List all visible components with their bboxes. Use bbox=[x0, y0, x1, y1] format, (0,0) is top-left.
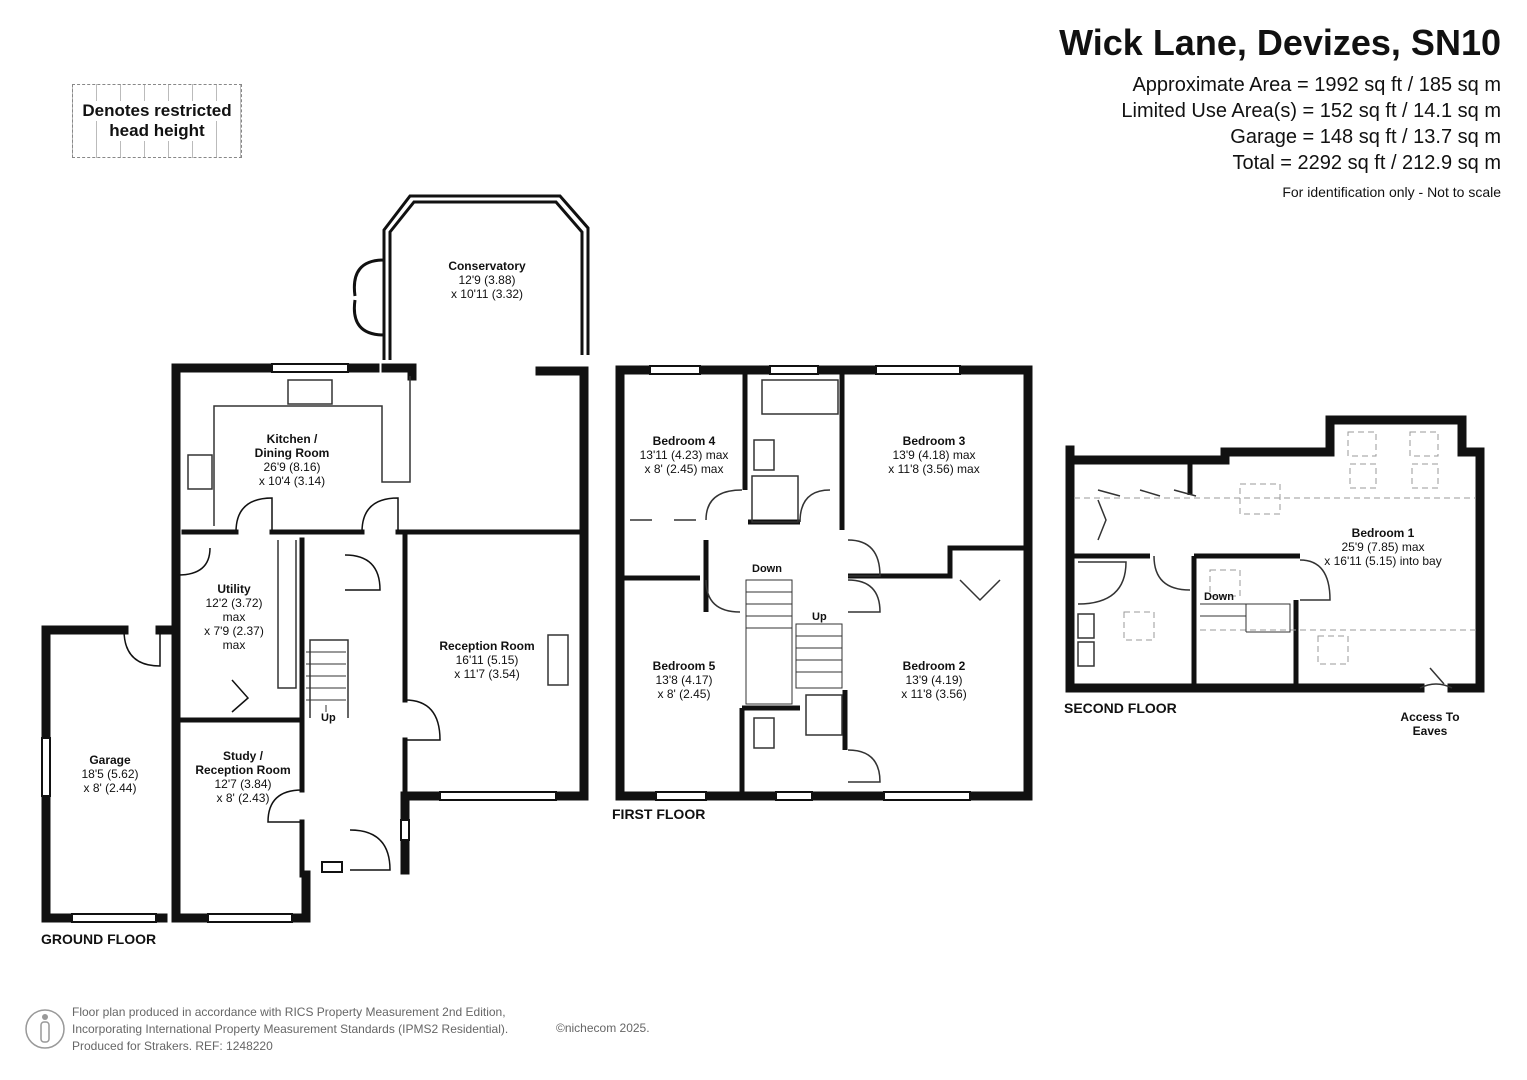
room-study: Study / Reception Room 12'7 (3.84) x 8' … bbox=[195, 749, 290, 805]
room-dimension: x 8' (2.45) bbox=[657, 687, 711, 701]
room-dimension: 26'9 (8.16) bbox=[263, 460, 321, 474]
stairs-down-second: Down bbox=[1204, 591, 1234, 603]
windows bbox=[41, 363, 557, 923]
footer-line-2: Incorporating International Property Mea… bbox=[72, 1022, 509, 1036]
room-name: Bedroom 5 bbox=[652, 659, 716, 673]
first-floor-windows bbox=[649, 365, 971, 801]
room-bedroom-3: Bedroom 3 13'9 (4.18) max x 11'8 (3.56) … bbox=[888, 434, 979, 476]
room-bedroom-5: Bedroom 5 13'8 (4.17) x 8' (2.45) bbox=[653, 659, 716, 701]
room-garage: Garage 18'5 (5.62) x 8' (2.44) bbox=[82, 753, 139, 795]
total-area: Total = 2292 sq ft / 212.9 sq m bbox=[1232, 152, 1502, 174]
room-kitchen-dining: Kitchen / Dining Room 26'9 (8.16) x 10'4… bbox=[255, 432, 330, 488]
second-floor-label: SECOND FLOOR bbox=[1064, 700, 1177, 716]
eaves-line-1: Access To bbox=[1400, 710, 1460, 724]
room-bedroom-1: Bedroom 1 25'9 (7.85) max x 16'11 (5.15)… bbox=[1324, 526, 1441, 568]
limited-use-area: Limited Use Area(s) = 152 sq ft / 14.1 s… bbox=[1121, 100, 1501, 122]
footer-disclaimer: Floor plan produced in accordance with R… bbox=[72, 1004, 508, 1055]
room-name: Reception Room bbox=[439, 639, 535, 653]
second-floor-fixtures bbox=[1077, 489, 1453, 689]
room-dimension: x 8' (2.43) bbox=[216, 791, 270, 805]
room-dimension: x 8' (2.45) max bbox=[644, 462, 724, 476]
room-dimension: 12'2 (3.72) bbox=[205, 596, 263, 610]
room-dimension: 16'11 (5.15) bbox=[455, 653, 519, 667]
room-utility: Utility 12'2 (3.72) max x 7'9 (2.37) max bbox=[204, 582, 264, 652]
garage-area: Garage = 148 sq ft / 13.7 sq m bbox=[1230, 126, 1501, 148]
ground-stairs bbox=[306, 651, 346, 712]
legend-line-2: head height bbox=[107, 121, 207, 141]
room-dimension: 13'8 (4.17) bbox=[655, 673, 713, 687]
room-name: Reception Room bbox=[195, 763, 291, 777]
first-floor-label: FIRST FLOOR bbox=[612, 806, 706, 822]
room-dimension: 13'9 (4.19) bbox=[905, 673, 963, 687]
room-name: Utility bbox=[217, 582, 251, 596]
stairs-up-ground: Up bbox=[321, 712, 336, 724]
room-reception: Reception Room 16'11 (5.15) x 11'7 (3.54… bbox=[439, 639, 534, 681]
room-dimension: 12'7 (3.84) bbox=[214, 777, 272, 791]
room-dimension: x 16'11 (5.15) into bay bbox=[1324, 554, 1442, 568]
second-floor-walls bbox=[1065, 415, 1485, 693]
room-dimension: x 10'4 (3.14) bbox=[258, 474, 326, 488]
second-floor-internal bbox=[1074, 460, 1300, 684]
second-floor-stairs bbox=[1200, 603, 1291, 633]
room-conservatory: Conservatory 12'9 (3.88) x 10'11 (3.32) bbox=[448, 259, 525, 301]
room-dimension: x 11'8 (3.56) max bbox=[888, 462, 980, 476]
room-dimension: x 10'11 (3.32) bbox=[450, 287, 524, 301]
legend-line-1: Denotes restricted bbox=[80, 101, 234, 121]
stairs-down-first: Down bbox=[752, 563, 782, 575]
footer-line-3: Produced for Strakers. REF: 1248220 bbox=[72, 1039, 273, 1053]
room-name: Bedroom 4 bbox=[652, 434, 716, 448]
doors bbox=[123, 497, 441, 871]
room-dimension: 18'5 (5.62) bbox=[81, 767, 139, 781]
restricted-height-legend: Denotes restricted head height bbox=[72, 84, 242, 158]
room-dimension: x 11'7 (3.54) bbox=[454, 667, 520, 681]
access-to-eaves: Access To Eaves bbox=[1400, 710, 1459, 738]
first-floor-stairs bbox=[745, 579, 843, 705]
room-dimension: 13'11 (4.23) max bbox=[639, 448, 729, 462]
room-name: Study / bbox=[222, 749, 263, 763]
room-name: Dining Room bbox=[254, 446, 330, 460]
stairs-up-first: Up bbox=[812, 611, 827, 623]
room-name: Kitchen / bbox=[266, 432, 318, 446]
room-dimension: 25'9 (7.85) max bbox=[1341, 540, 1425, 554]
room-name: Bedroom 3 bbox=[902, 434, 966, 448]
room-name: Bedroom 1 bbox=[1351, 526, 1415, 540]
conservatory-walls bbox=[352, 194, 590, 360]
first-floor-fixtures bbox=[630, 379, 1001, 783]
room-dimension: max bbox=[222, 610, 246, 624]
room-dimension: x 7'9 (2.37) bbox=[204, 624, 264, 638]
room-dimension: x 11'8 (3.56) bbox=[901, 687, 967, 701]
room-name: Garage bbox=[89, 753, 131, 767]
room-bedroom-2: Bedroom 2 13'9 (4.19) x 11'8 (3.56) bbox=[901, 659, 966, 701]
room-name: Conservatory bbox=[448, 259, 526, 273]
copyright-credit: ©nichecom 2025. bbox=[556, 1021, 650, 1035]
room-name: Bedroom 2 bbox=[902, 659, 966, 673]
kitchen-units bbox=[187, 376, 569, 718]
footer-line-1: Floor plan produced in accordance with R… bbox=[72, 1005, 506, 1019]
ground-floor-label: GROUND FLOOR bbox=[41, 931, 157, 947]
approximate-area: Approximate Area = 1992 sq ft / 185 sq m bbox=[1132, 74, 1501, 96]
room-bedroom-4: Bedroom 4 13'11 (4.23) max x 8' (2.45) m… bbox=[640, 434, 729, 476]
room-dimension: 13'9 (4.18) max bbox=[892, 448, 976, 462]
property-title: Wick Lane, Devizes, SN10 bbox=[1059, 22, 1501, 63]
room-dimension: 12'9 (3.88) bbox=[458, 273, 516, 287]
room-dimension: x 8' (2.44) bbox=[83, 781, 137, 795]
identification-note: For identification only - Not to scale bbox=[1282, 184, 1501, 200]
room-dimension: max bbox=[222, 638, 246, 652]
eaves-line-2: Eaves bbox=[1412, 724, 1448, 738]
